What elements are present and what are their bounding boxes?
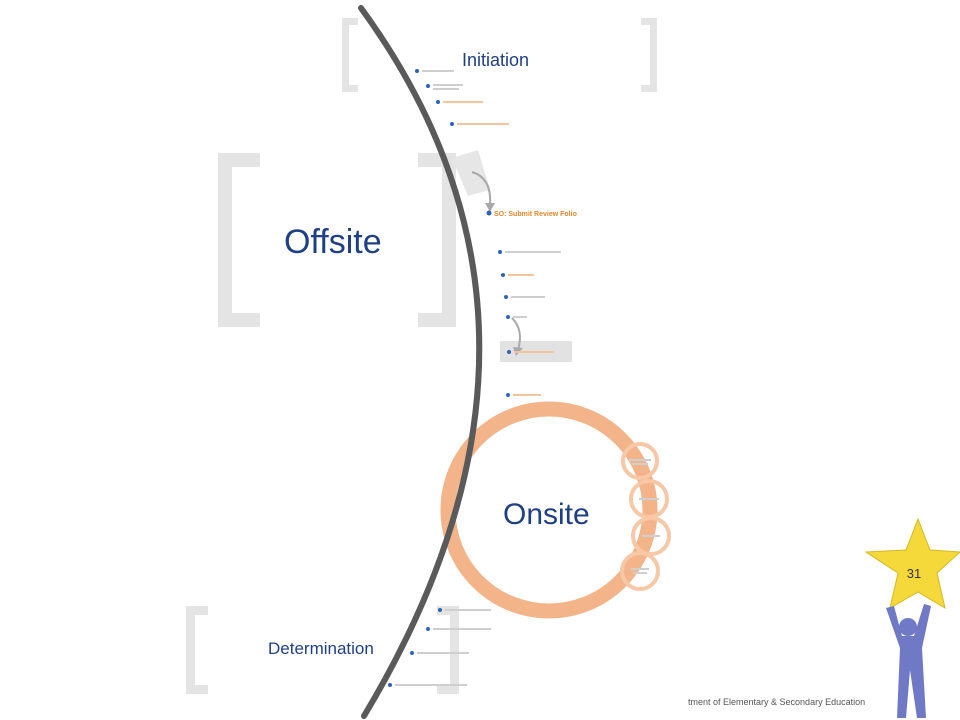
onsite-title: Onsite [503, 498, 590, 531]
page-number: 31 [906, 566, 922, 581]
initiation-title: Initiation [462, 50, 529, 70]
determination-title: Determination [268, 639, 374, 658]
initiation-brackets [342, 18, 657, 92]
star-figure-logo [864, 517, 960, 718]
onsite-subcircles [620, 442, 671, 591]
timeline-arc [358, 5, 483, 719]
timeline-steps: SO: Submit Review Folio [388, 69, 577, 687]
curved-arrow [471, 171, 492, 206]
onsite-ring [440, 401, 658, 619]
figure-head-icon [899, 618, 917, 636]
curved-arrow [511, 317, 521, 351]
star-icon [864, 517, 960, 610]
offsite-title: Offsite [284, 223, 382, 261]
footer-organization: tment of Elementary & Secondary Educatio… [688, 697, 866, 707]
figure-body-icon [886, 604, 931, 718]
timeline-step-bold: SO: Submit Review Folio [494, 211, 577, 218]
highlight-wedge [452, 150, 490, 196]
